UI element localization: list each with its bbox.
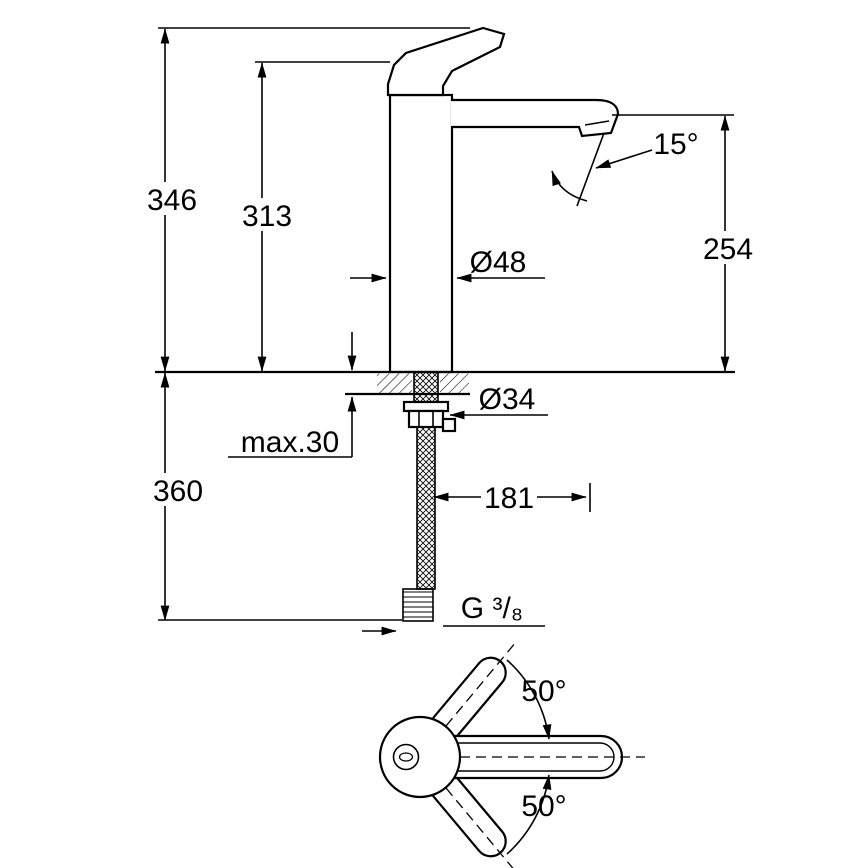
label-backing — [140, 182, 204, 215]
grohe-logo-mark — [398, 752, 414, 762]
handle-top-view: 50° 50° — [378, 641, 645, 868]
dimension-annotations: 346 313 254 15° Ø48 Ø34 max.30 360 181 — [140, 27, 760, 636]
dim-thread-size-label: G ³/₈ — [461, 592, 523, 625]
faucet-spout-outline — [451, 98, 620, 138]
faucet-lever — [386, 26, 506, 97]
mounting-nut — [407, 409, 445, 429]
side-fitting — [441, 417, 457, 433]
dim-hose-length-label: 360 — [153, 475, 203, 508]
dim-hole-diameter-label: Ø34 — [479, 383, 536, 416]
centerline-lower — [445, 787, 514, 868]
dim-spout-reach-label: 181 — [484, 482, 534, 515]
dim-swivel-upper-label: 50° — [521, 675, 566, 708]
dim-spout-height-label: 254 — [703, 233, 753, 266]
aerator-line — [584, 120, 610, 126]
mounting-washer — [402, 400, 450, 413]
grohe-logo-icon — [392, 743, 420, 771]
faucet-spout — [451, 100, 618, 136]
faucet-body — [388, 93, 454, 374]
dim-total-height-label: 346 — [147, 184, 197, 217]
dim-body-height-label: 313 — [242, 200, 292, 233]
counter-hatch-right — [440, 373, 469, 394]
centerline-upper — [445, 641, 517, 727]
handle-base-circle — [378, 715, 462, 799]
label-backing — [481, 482, 537, 513]
stream-arc-arrow — [551, 170, 588, 202]
label-backing — [146, 473, 210, 506]
dim-max-thickness-label: max.30 — [241, 426, 339, 459]
stream-angle-line — [576, 132, 605, 207]
angle-leader-line — [595, 149, 653, 169]
threaded-shank — [413, 371, 439, 403]
swivel-arc-upper — [506, 659, 552, 740]
dim-spout-angle-label: 15° — [653, 128, 698, 161]
swivel-arc-lower — [506, 774, 552, 855]
dim-body-diameter-label: Ø48 — [470, 246, 527, 279]
label-backing — [235, 198, 299, 231]
mounting-section — [155, 370, 735, 622]
counter-hatch-left — [377, 373, 412, 394]
supply-hose — [416, 426, 436, 590]
dim-swivel-lower-label: 50° — [521, 790, 566, 823]
faucet-side-view — [386, 26, 653, 374]
hose-end-fitting — [402, 588, 434, 622]
label-backing — [696, 231, 760, 264]
